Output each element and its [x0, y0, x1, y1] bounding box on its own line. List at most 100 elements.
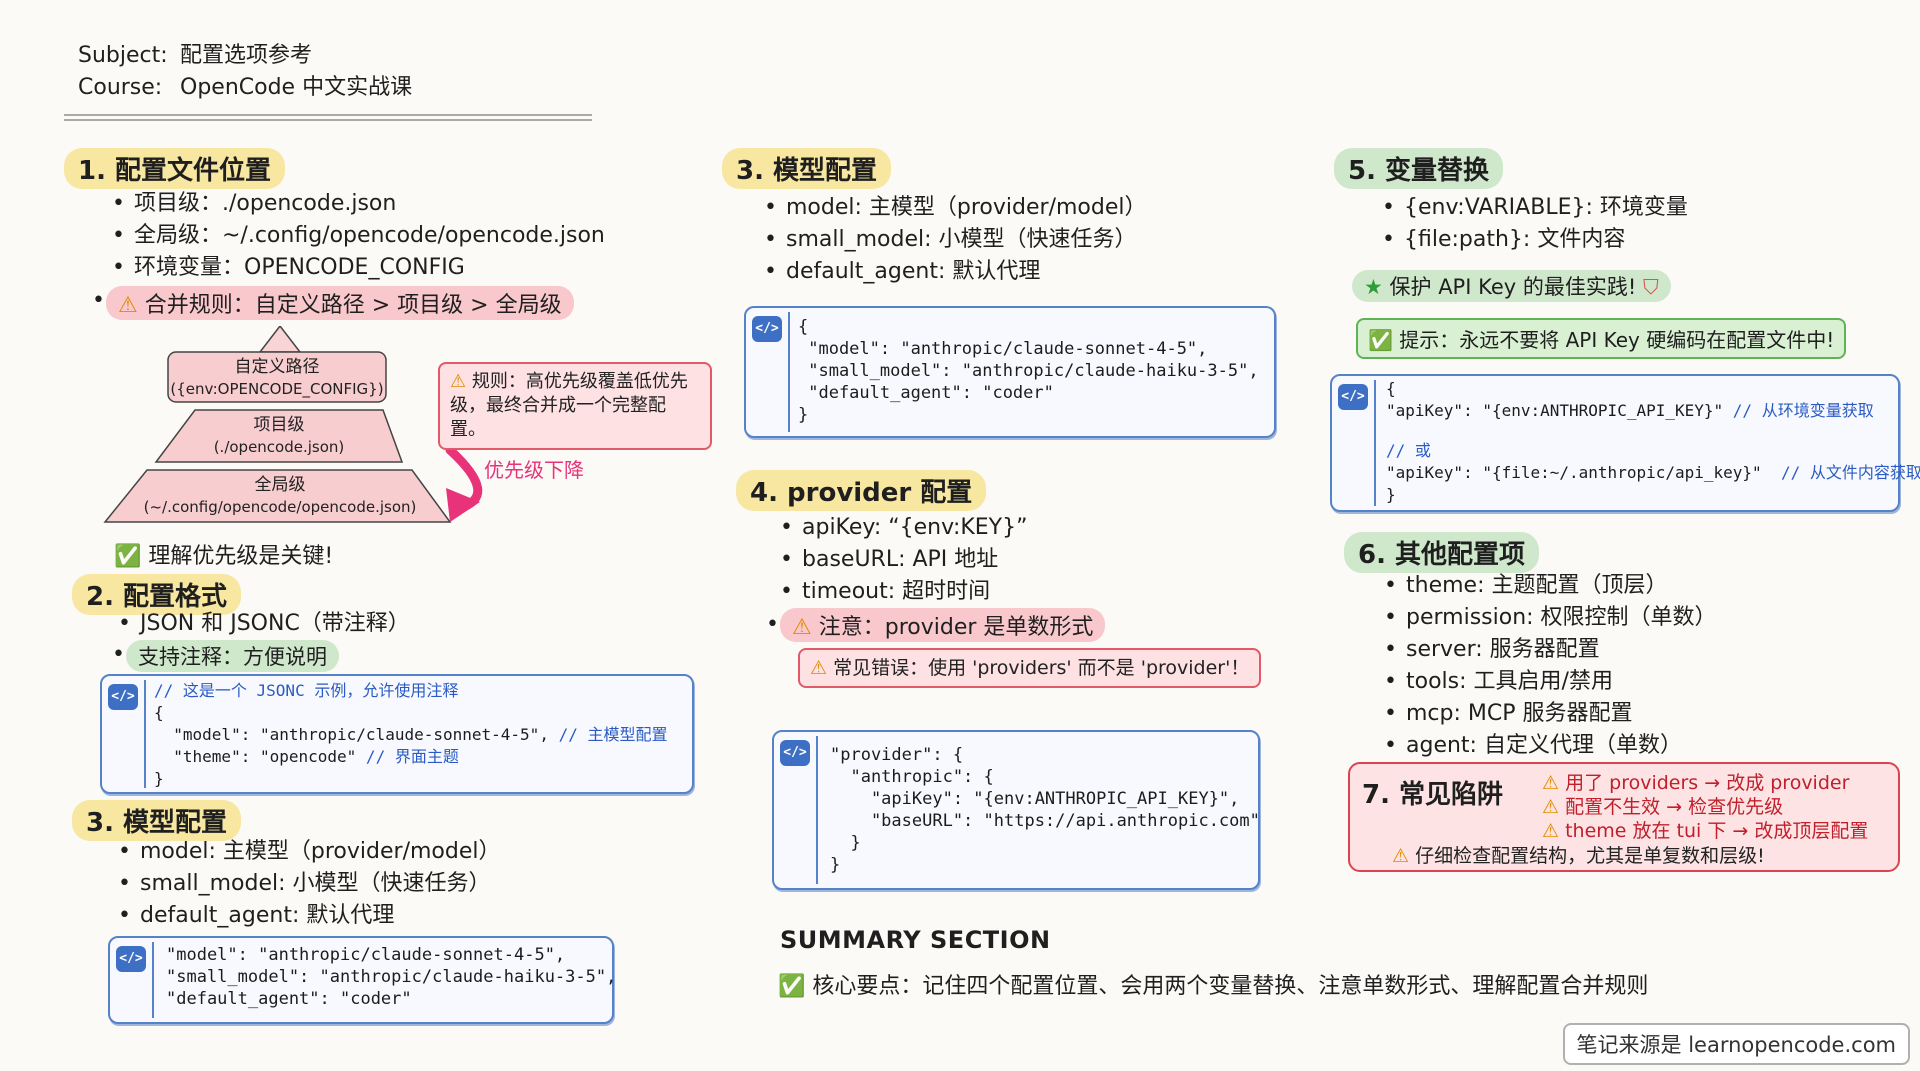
bullet-dot: •	[92, 288, 105, 313]
pyramid-bottom-line1: 全局级	[254, 475, 306, 495]
code-line: "model": "anthropic/claude-sonnet-4-5",	[154, 725, 549, 744]
check-icon: ✅	[778, 974, 806, 999]
pitfalls-box: 7. 常见陷阱 ⚠ 用了 providers → 改成 provider ⚠ 配…	[1348, 762, 1900, 872]
source-footer: 笔记来源是 learnopencode.com	[1562, 1023, 1910, 1065]
model-code-block-middle: </> { "model": "anthropic/claude-sonnet-…	[744, 306, 1276, 438]
code-icon: </>	[1338, 384, 1368, 410]
best-practice-pill: ★ 保护 API Key 的最佳实践! ⛉	[1352, 270, 1671, 302]
section-1-title: 1. 配置文件位置	[64, 148, 286, 189]
section-2-title: 2. 配置格式	[72, 574, 242, 615]
code-icon: </>	[116, 946, 146, 972]
section-3b-list: model: 主模型（provider/model） small_model: …	[760, 192, 1147, 288]
pyramid-top-line1: 自定义路径	[234, 357, 320, 377]
code-line: "apiKey": "{env:ANTHROPIC_API_KEY}"	[1386, 401, 1724, 420]
code-line: {	[1386, 379, 1396, 398]
check-icon: ✅	[114, 544, 142, 569]
header-rule-2	[64, 119, 592, 121]
rule-note-text: 规则：高优先级覆盖低优先级，最终合并成一个完整配置。	[450, 371, 688, 440]
arrow-head	[446, 488, 480, 522]
code-line: "theme": "opencode"	[154, 747, 357, 766]
section-5-title: 5. 变量替换	[1334, 148, 1504, 189]
code-line: "apiKey": "{file:~/.anthropic/api_key}"	[1386, 463, 1762, 482]
pyramid-mid-line2: (./opencode.json)	[213, 438, 345, 456]
shield-icon: ⛉	[1642, 275, 1659, 299]
section-3b-title: 3. 模型配置	[722, 148, 892, 189]
priority-pyramid	[103, 326, 483, 523]
pitfall-item: ⚠ theme 放在 tui 下 → 改成顶层配置	[1542, 816, 1868, 843]
pitfall-note-text: 仔细检查配置结构，尤其是单复数和层级!	[1415, 845, 1765, 867]
star-icon: ★	[1364, 275, 1383, 299]
list-item: timeout: 超时时间	[776, 576, 1028, 608]
pitfall-text: theme 放在 tui 下 → 改成顶层配置	[1565, 820, 1869, 842]
warning-icon: ⚠	[810, 657, 828, 679]
code-icon: </>	[108, 684, 138, 710]
list-item: server: 服务器配置	[1380, 634, 1717, 666]
list-item: default_agent: 默认代理	[114, 900, 501, 932]
list-item: small_model: 小模型（快速任务）	[760, 224, 1147, 256]
list-item: 全局级：~/.config/opencode/opencode.json	[108, 220, 605, 252]
section-6-title: 6. 其他配置项	[1344, 532, 1540, 573]
variable-code-block: </> { "apiKey": "{env:ANTHROPIC_API_KEY}"…	[1330, 374, 1920, 512]
warning-icon: ⚠	[792, 615, 812, 640]
api-key-tip-text: 提示：永远不要将 API Key 硬编码在配置文件中!	[1399, 328, 1835, 352]
pyramid-top-label: 自定义路径 ({env:OPENCODE_CONFIG})	[168, 356, 386, 400]
code-content: // 这是一个 JSONC 示例，允许使用注释{ "model": "anthr…	[154, 680, 668, 790]
rule-note: ⚠ 规则：高优先级覆盖低优先级，最终合并成一个完整配置。	[438, 362, 712, 450]
list-item: 环境变量：OPENCODE_CONFIG	[108, 252, 605, 284]
pyramid-bottom-label: 全局级 (~/.config/opencode/opencode.json)	[110, 474, 450, 518]
list-item: model: 主模型（provider/model）	[114, 836, 501, 868]
code-comment: // 从文件内容获取	[1761, 463, 1920, 482]
singular-note-pill: ⚠ 注意：provider 是单数形式	[780, 608, 1106, 642]
pyramid-mid-tier	[154, 409, 404, 463]
model-code-block-left: </> "model": "anthropic/claude-sonnet-4-…	[108, 936, 616, 1024]
subject-value: 配置选项参考	[180, 43, 313, 68]
summary-title: SUMMARY SECTION	[780, 926, 1051, 954]
pitfall-note: ⚠ 仔细检查配置结构，尤其是单复数和层级!	[1392, 841, 1765, 868]
list-item: default_agent: 默认代理	[760, 256, 1147, 288]
pitfall-text: 配置不生效 → 检查优先级	[1565, 796, 1784, 818]
code-icon: </>	[780, 740, 810, 766]
code-divider	[152, 942, 154, 1018]
comment-support-pill: 支持注释：方便说明	[126, 640, 339, 672]
pyramid-top-tier	[167, 351, 387, 403]
pitfall-text: 用了 providers → 改成 provider	[1565, 772, 1850, 794]
course-value: OpenCode 中文实战课	[180, 75, 413, 100]
key-point: ✅ 理解优先级是关键!	[114, 538, 333, 570]
code-comment: // 或	[1386, 441, 1431, 460]
section-4-title: 4. provider 配置	[736, 470, 987, 511]
list-item: JSON 和 JSONC（带注释）	[114, 608, 410, 640]
code-line: // 这是一个 JSONC 示例，允许使用注释	[154, 681, 459, 700]
pyramid-mid-line1: 项目级	[253, 415, 305, 435]
code-divider	[788, 312, 790, 432]
code-content: { "apiKey": "{env:ANTHROPIC_API_KEY}" // …	[1386, 378, 1920, 506]
code-line: }	[1386, 485, 1396, 504]
code-divider	[816, 736, 818, 884]
merge-rule-text: 合并规则：自定义路径 > 项目级 > 全局级	[144, 293, 562, 318]
section-2-list: JSON 和 JSONC（带注释）	[114, 608, 410, 640]
code-icon: </>	[752, 316, 782, 342]
list-item: 项目级：./opencode.json	[108, 188, 605, 220]
list-item: mcp: MCP 服务器配置	[1380, 698, 1717, 730]
pitfall-item: ⚠ 配置不生效 → 检查优先级	[1542, 792, 1783, 819]
header: Subject:配置选项参考 Course:OpenCode 中文实战课	[78, 40, 412, 104]
summary-text: ✅ 核心要点：记住四个配置位置、会用两个变量替换、注意单数形式、理解配置合并规则	[778, 968, 1648, 1000]
list-item: permission: 权限控制（单数）	[1380, 602, 1717, 634]
merge-rule-pill: ⚠ 合并规则：自定义路径 > 项目级 > 全局级	[106, 286, 574, 320]
pyramid-apex	[258, 326, 302, 353]
pyramid-bottom-line2: (~/.config/opencode/opencode.json)	[143, 498, 417, 516]
list-item: {env:VARIABLE}: 环境变量	[1378, 192, 1688, 224]
course-key: Course:	[78, 75, 163, 100]
code-content: { "model": "anthropic/claude-sonnet-4-5"…	[798, 317, 1259, 425]
check-icon: ✅	[1368, 328, 1393, 352]
pitfall-item: ⚠ 用了 providers → 改成 provider	[1542, 768, 1849, 795]
list-item: baseURL: API 地址	[776, 544, 1028, 576]
list-item: small_model: 小模型（快速任务）	[114, 868, 501, 900]
code-comment: // 界面主题	[356, 747, 459, 766]
arrow-label: 优先级下降	[484, 458, 584, 482]
key-point-text: 理解优先级是关键!	[148, 544, 334, 569]
code-comment: // 主模型配置	[548, 725, 668, 744]
warning-icon: ⚠	[118, 293, 138, 318]
list-item: apiKey: “{env:KEY}”	[776, 512, 1028, 544]
common-error-text: 常见错误：使用 'providers' 而不是 'provider'！	[833, 657, 1250, 679]
code-content: "provider": { "anthropic": { "apiKey": "…	[830, 745, 1260, 875]
